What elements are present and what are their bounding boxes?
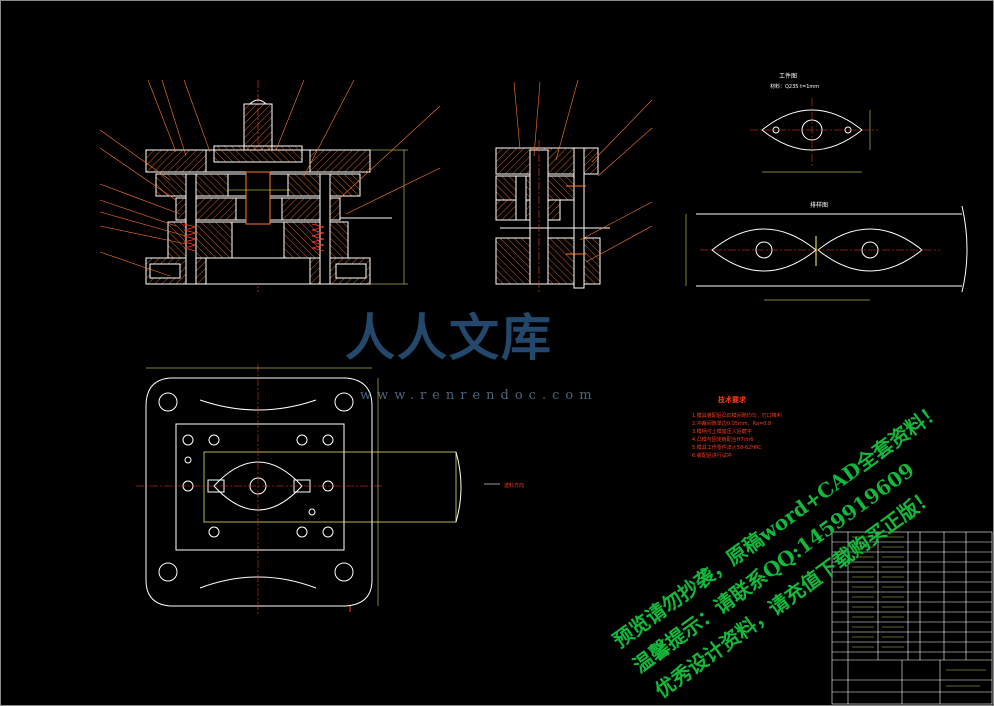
front-view-leaders [99,79,441,277]
watermark-url: www.renrendoc.com [360,388,598,403]
technical-requirements: 技术要求 1.模具装配后凸凹模间隙均匀，刃口锋利 2.冲裁间隙单边0.05mm，… [692,396,842,460]
workpiece-drawing [750,98,878,173]
technical-requirement-line: 4.凸模与固定板配合H7/m6 [692,437,754,443]
front-section-view [145,80,408,292]
workpiece-label: 工件图 [779,73,798,80]
side-view-leaders [513,79,653,263]
technical-requirements-title: 技术要求 [718,396,746,404]
plan-view [136,364,500,614]
watermark-logo: 人人文库 [345,308,553,367]
strip-layout-label: 排样图 [810,202,829,209]
technical-requirement-line: 3.模柄与上模座压入后磨平 [692,429,752,435]
workpiece-note: 材料：Q235 t=1mm [770,84,820,90]
strip-layout-drawing [685,205,968,301]
technical-requirement-line: 6.装配后进行试冲 [692,453,732,459]
technical-requirement-line: 5.模具工作零件淬火58-62HRC [692,445,762,451]
side-section-view [495,140,610,292]
feed-direction-label: 送料方向 [504,483,525,489]
technical-requirement-line: 1.模具装配后凸凹模间隙均匀，刃口锋利 [692,413,782,419]
technical-requirement-line: 2.冲裁间隙单边0.05mm，Ra=0.8 [692,421,772,427]
bom-table [831,531,993,705]
